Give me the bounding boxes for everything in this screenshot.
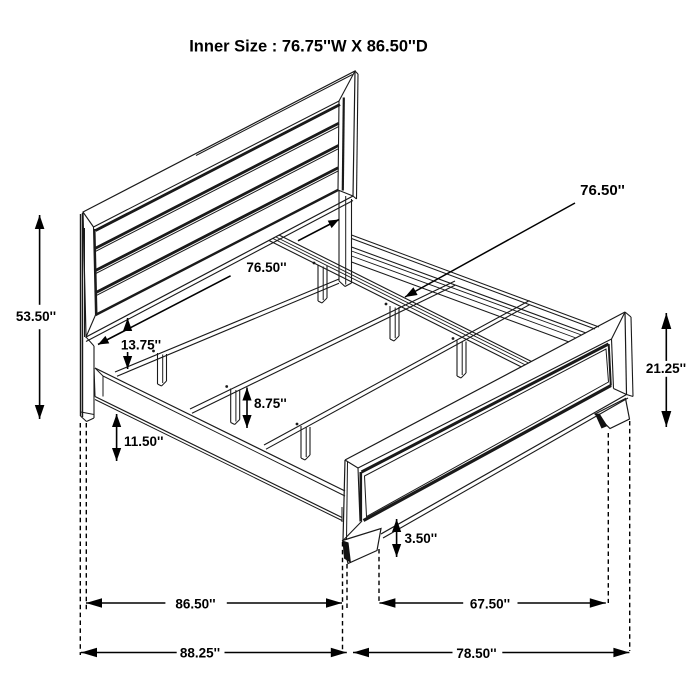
svg-text:53.50'': 53.50'' <box>16 309 56 324</box>
svg-text:3.50'': 3.50'' <box>405 531 438 546</box>
svg-text:11.50'': 11.50'' <box>124 434 163 449</box>
svg-text:78.50'': 78.50'' <box>456 646 496 661</box>
svg-text:88.25'': 88.25'' <box>180 646 220 661</box>
svg-text:21.25'': 21.25'' <box>646 361 686 376</box>
svg-text:Inner Size : 76.75''W X 86.50': Inner Size : 76.75''W X 86.50''D <box>189 38 428 56</box>
svg-text:13.75'': 13.75'' <box>121 338 161 353</box>
svg-text:76.50'': 76.50'' <box>246 260 286 275</box>
svg-text:76.50'': 76.50'' <box>580 182 625 199</box>
svg-text:86.50'': 86.50'' <box>175 597 215 612</box>
svg-text:8.75'': 8.75'' <box>254 396 287 411</box>
svg-text:67.50'': 67.50'' <box>470 597 510 612</box>
